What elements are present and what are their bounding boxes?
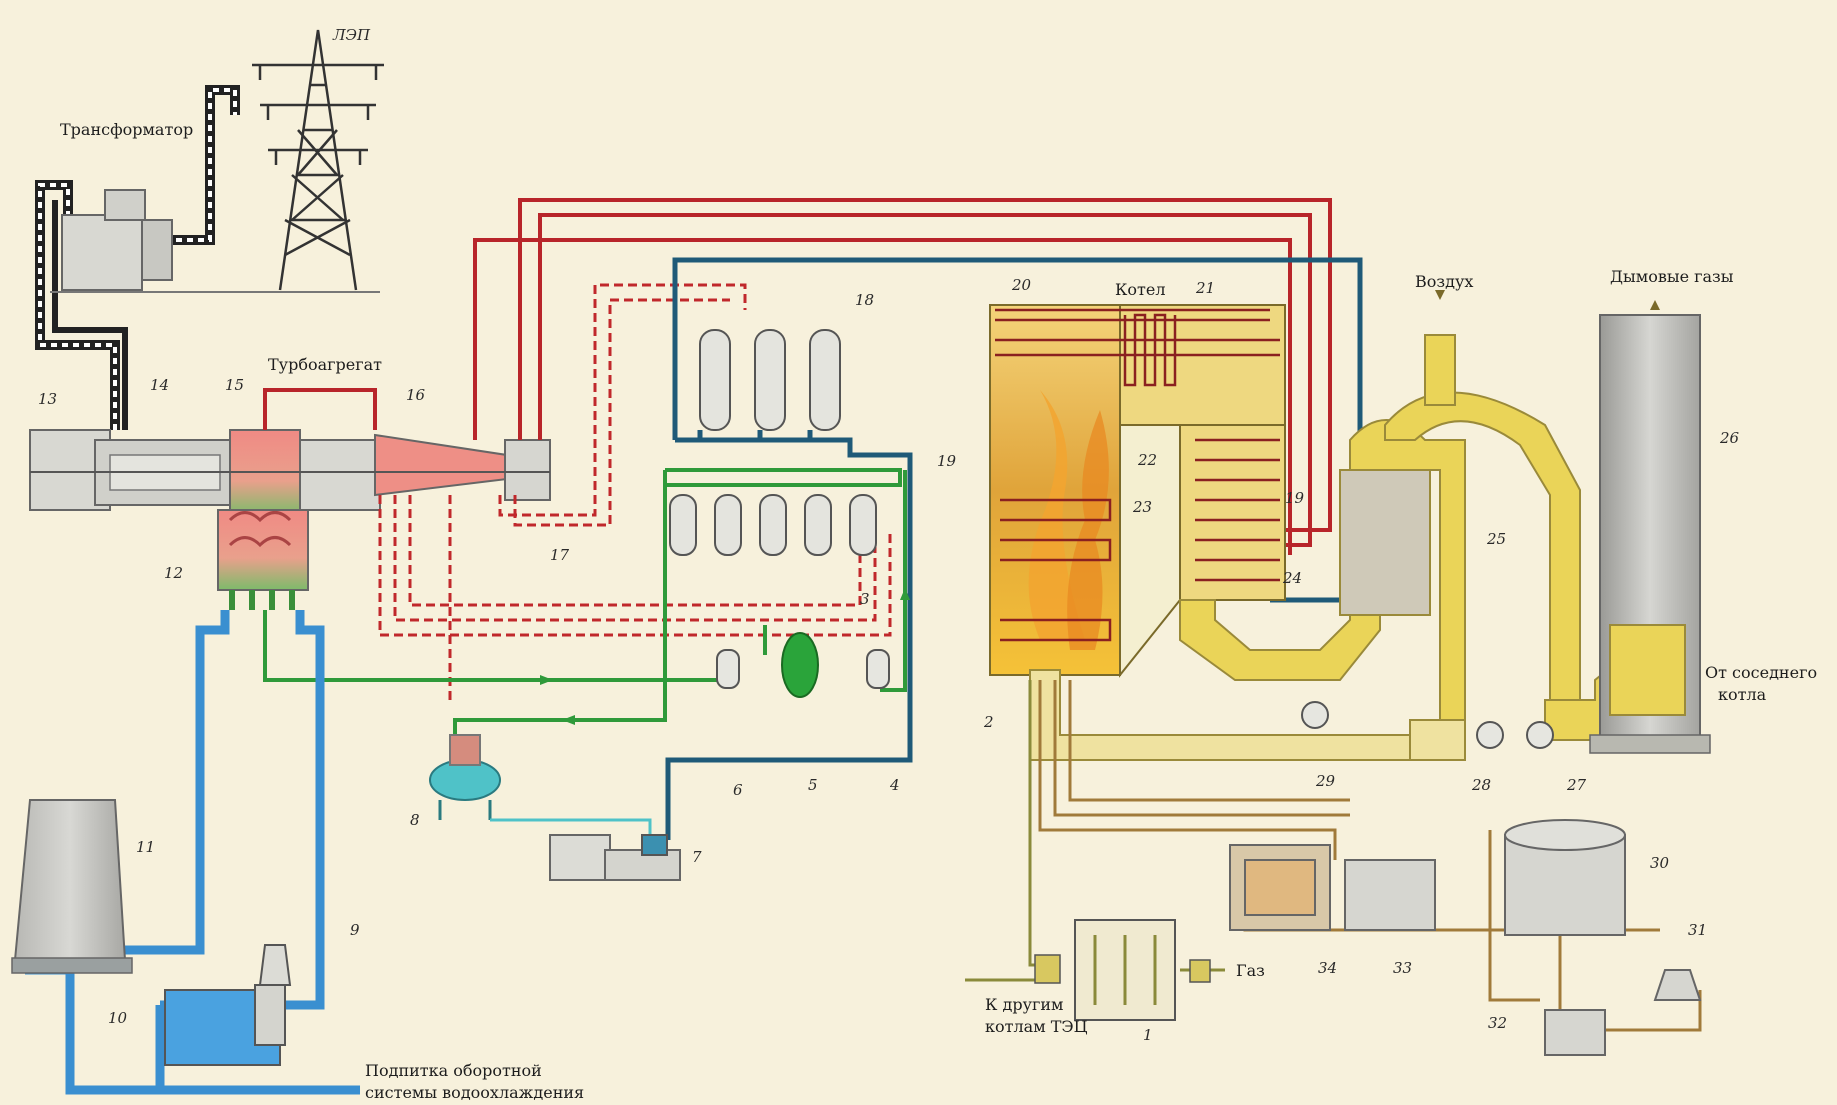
circulating-pump-basin (165, 945, 290, 1065)
air-label: Воздух (1415, 272, 1473, 291)
num-10: 10 (108, 1009, 128, 1027)
num-11: 11 (136, 838, 155, 856)
turbine-label: Турбоагрегат (268, 355, 382, 374)
num-12: 12 (164, 564, 183, 582)
num-26: 26 (1719, 429, 1740, 447)
num-24: 24 (1282, 569, 1302, 587)
num-22: 22 (1137, 451, 1157, 469)
num-8: 8 (410, 811, 420, 829)
num-34: 34 (1318, 959, 1337, 977)
num-7: 7 (692, 848, 702, 866)
power-line-label: ЛЭП (332, 26, 371, 44)
num-19a: 19 (937, 452, 957, 470)
from-adjacent-boiler-label-2: котла (1718, 685, 1767, 704)
feed-pump-8 (430, 735, 650, 840)
num-13: 13 (38, 390, 57, 408)
num-18: 18 (855, 291, 874, 309)
lp-heaters (670, 495, 876, 555)
deaerator (782, 633, 818, 697)
flue-gases-label: Дымовые газы (1610, 267, 1734, 286)
num-15: 15 (225, 376, 244, 394)
num-6: 6 (733, 781, 743, 799)
num-28: 28 (1471, 776, 1491, 794)
num-19b: 19 (1285, 489, 1305, 507)
num-5: 5 (808, 776, 818, 794)
makeup-label-2: системы водоохлаждения (365, 1083, 584, 1102)
num-31: 31 (1688, 921, 1707, 939)
from-adjacent-boiler-label-1: От соседнего (1705, 663, 1817, 682)
num-9: 9 (350, 921, 360, 939)
turbine-unit (30, 430, 550, 610)
num-16: 16 (406, 386, 426, 404)
chimney (1590, 315, 1710, 753)
flow-arrows (1435, 290, 1660, 310)
cooling-tower (12, 800, 132, 973)
num-25: 25 (1486, 530, 1506, 548)
num-27: 27 (1566, 776, 1587, 794)
gas-label: Газ (1236, 961, 1265, 980)
power-line-tower (252, 30, 384, 290)
num-20: 20 (1011, 276, 1032, 294)
num-23: 23 (1132, 498, 1152, 516)
motor-7 (550, 835, 680, 880)
to-other-boilers-label-2: котлам ТЭЦ (985, 1017, 1088, 1036)
pump-4 (867, 650, 889, 688)
fuel-tanks (1230, 820, 1700, 1055)
num-1: 1 (1143, 1026, 1153, 1044)
hp-heaters (700, 330, 840, 430)
num-29: 29 (1315, 772, 1336, 790)
makeup-label-1: Подпитка оборотной (365, 1061, 542, 1080)
num-30: 30 (1650, 854, 1670, 872)
num-32: 32 (1488, 1014, 1507, 1032)
boiler-label: Котел (1115, 280, 1166, 299)
num-14: 14 (150, 376, 169, 394)
num-4: 4 (889, 776, 900, 794)
num-2: 2 (983, 713, 994, 731)
num-17: 17 (550, 546, 570, 564)
to-other-boilers-label-1: К другим (985, 995, 1063, 1014)
num-33: 33 (1393, 959, 1412, 977)
num-21: 21 (1195, 279, 1215, 297)
pump-6 (717, 650, 739, 688)
num-3: 3 (860, 590, 870, 608)
transformer-label: Трансформатор (60, 120, 193, 139)
